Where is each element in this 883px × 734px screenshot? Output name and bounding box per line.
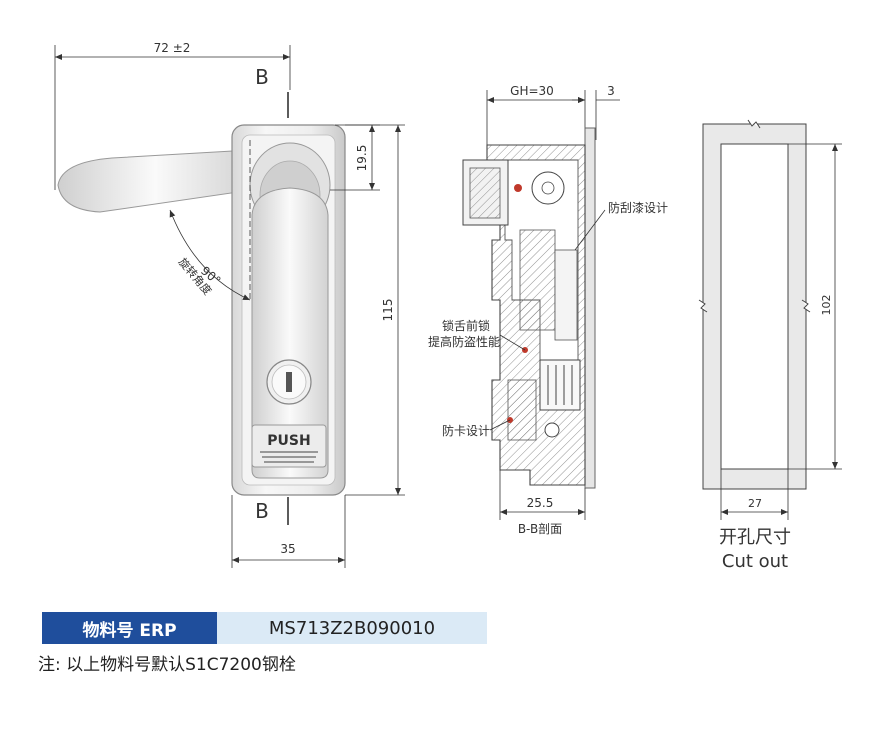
handle-grip <box>251 187 329 479</box>
spring-block <box>539 359 581 411</box>
dim-top-offset-label: 19.5 <box>355 145 369 172</box>
dim-depth-label: 25.5 <box>527 496 554 510</box>
section-mark-top: B <box>255 65 269 89</box>
latch-mechanism <box>519 229 556 331</box>
erp-value: MS713Z2B090010 <box>217 612 487 644</box>
erp-label: 物料号 ERP <box>42 612 217 644</box>
callout-clip: 防卡设计 <box>442 423 490 438</box>
callout-scratch: 防刮漆设计 <box>608 200 668 215</box>
callout-tongue-1: 锁舌前锁 <box>442 318 490 333</box>
dim-body-width-label: 35 <box>280 542 295 556</box>
door-panel <box>584 127 596 489</box>
technical-drawing: 72 ±2 B B PUSH 90° 旋转角度 19 <box>54 41 842 572</box>
section-caption: B-B剖面 <box>518 522 562 536</box>
front-view: 72 ±2 B B PUSH 90° 旋转角度 19 <box>54 41 405 568</box>
dim-flange-label: 3 <box>607 84 615 98</box>
section-view: GH=30 3 防刮漆设计 锁舌前锁 提高防盗性能 <box>428 84 668 536</box>
erp-row: 物料号 ERP MS713Z2B090010 <box>42 612 487 644</box>
handle-lever <box>57 149 253 213</box>
cutout-title-cn: 开孔尺寸 <box>719 527 791 548</box>
dim-height-label: 115 <box>381 299 395 322</box>
cutout-title-en: Cut out <box>722 551 788 572</box>
rotation-arc <box>169 209 251 301</box>
dim-cutout-height-label: 102 <box>820 295 833 316</box>
dim-gh-label: GH=30 <box>510 84 554 98</box>
dim-cutout-width-label: 27 <box>748 497 762 510</box>
push-label: PUSH <box>267 433 310 449</box>
cutout-view: 102 27 开孔尺寸 Cut out <box>698 119 842 572</box>
keyhole-icon <box>286 372 292 392</box>
callout-tongue-2: 提高防盗性能 <box>428 334 500 349</box>
dim-width-label: 72 ±2 <box>154 41 191 55</box>
section-mark-bottom: B <box>255 499 269 523</box>
cutout-hole <box>720 143 789 470</box>
pin-marker <box>514 184 522 192</box>
material-note: 注: 以上物料号默认S1C7200钢栓 <box>38 655 296 675</box>
